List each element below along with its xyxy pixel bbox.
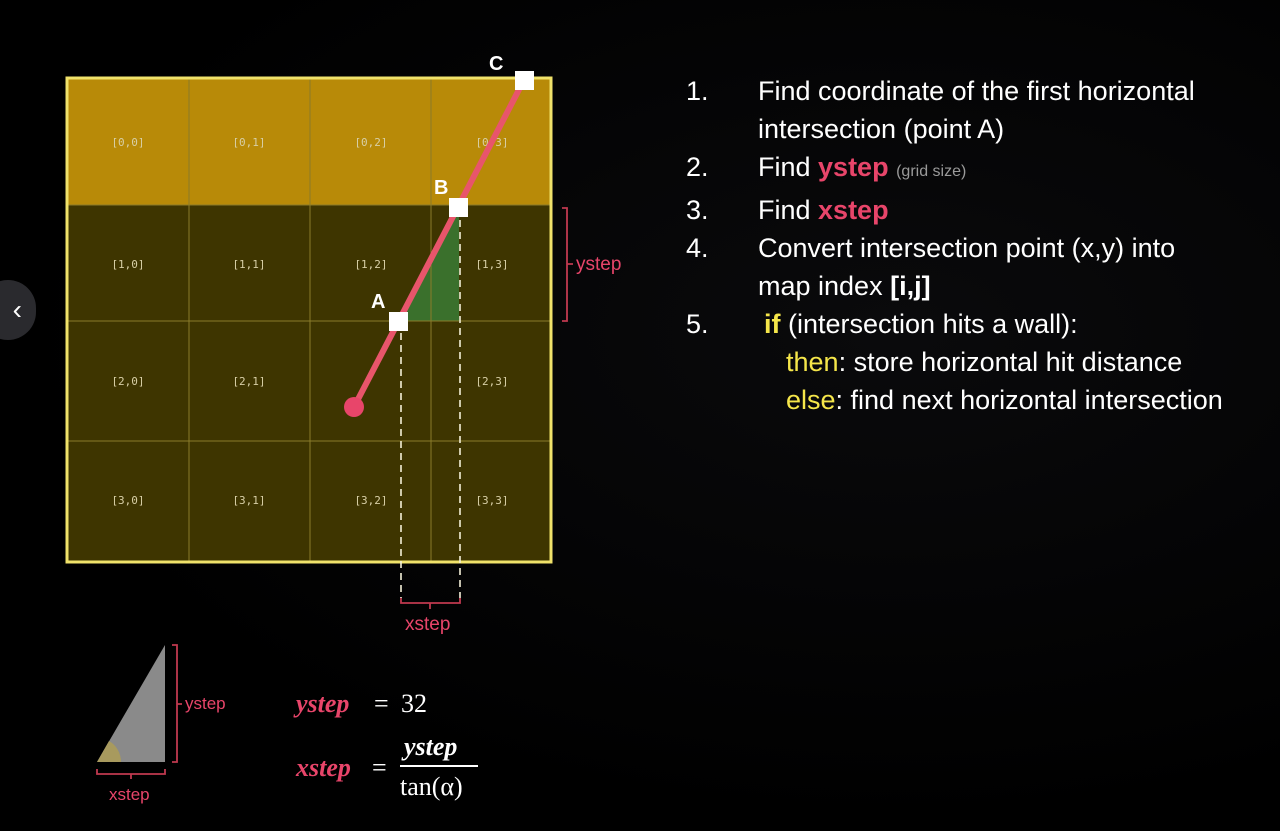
angle-arc (97, 741, 122, 762)
formula-xstep-var: xstep (295, 753, 351, 782)
triangle-ystep-bracket (172, 644, 182, 763)
formula-denominator: tan(α) (400, 772, 463, 801)
ray-origin (344, 397, 364, 417)
point-a-marker (389, 312, 408, 331)
formula-ystep-eq: = (374, 689, 389, 718)
step-2: 2. Find ystep (grid size) (686, 148, 1266, 191)
map-grid: [0,0][0,1][0,2][0,3][1,0][1,1][1,2][1,3]… (65, 76, 553, 564)
projection-lines (400, 208, 461, 598)
step-5-then: then: store horizontal hit distance (786, 343, 1266, 381)
step-2-text: Find (758, 152, 819, 182)
grid-cell-label: [1,3] (475, 258, 508, 271)
xstep-annotation: xstep (405, 614, 450, 635)
grid-cell-label: [1,1] (232, 258, 265, 271)
step-4-line-1: Convert intersection point (x,y) into (758, 233, 1176, 263)
step-1-line-1: Find coordinate of the first horizontal (758, 76, 1195, 106)
step-number: 1. (686, 76, 709, 106)
step-3-text: Find (758, 195, 819, 225)
grid-cell-label: [0,1] (232, 136, 265, 149)
step-5-condition: (intersection hits a wall): (780, 309, 1078, 339)
grid-lines (67, 78, 551, 562)
xstep-bracket (400, 598, 461, 609)
step-5-else: else: find next horizontal intersection (786, 381, 1266, 419)
grid-cell-label: [1,2] (354, 258, 387, 271)
step-3: 3. Find xstep (686, 191, 1266, 229)
else-keyword: else (786, 385, 836, 415)
grid-cell-label: [2,0] (111, 375, 144, 388)
ray-line (351, 77, 527, 410)
step-5-line: if (intersection hits a wall): (764, 305, 1266, 343)
step-1-line-2: intersection (point A) (758, 114, 1005, 144)
step-number: 2. (686, 152, 709, 182)
grid-cell-label: [0,0] (111, 136, 144, 149)
step-triangle-illustration: ystep xstep (96, 644, 226, 804)
grid-cell-label: [3,2] (354, 494, 387, 507)
point-a-label: A (371, 291, 385, 313)
grid-cell-label: [3,3] (475, 494, 508, 507)
formula-block: ystep = 32 xstep = ystep tan(α) (293, 689, 478, 801)
cell-labels: [0,0][0,1][0,2][0,3][1,0][1,1][1,2][1,3]… (111, 136, 508, 507)
step-number: 5. (686, 309, 709, 339)
step-3-line: Find xstep (758, 191, 1266, 229)
then-text: : store horizontal hit distance (838, 347, 1183, 377)
grid-cell-label: [0,2] (354, 136, 387, 149)
grid-cell-label: [1,0] (111, 258, 144, 271)
else-text: : find next horizontal intersection (835, 385, 1223, 415)
then-keyword: then (786, 347, 839, 377)
point-b-label: B (434, 177, 448, 199)
step-2-highlight: ystep (818, 152, 889, 182)
step-4: 4. Convert intersection point (x,y) into… (686, 229, 1266, 305)
point-c-label: C (489, 53, 503, 75)
step-number: 3. (686, 195, 709, 225)
grid-cell-label: [2,1] (232, 375, 265, 388)
point-c-marker (515, 71, 534, 90)
step-5-if-keyword: if (764, 309, 781, 339)
step-2-note: (grid size) (896, 163, 967, 180)
step-3-highlight: xstep (818, 195, 889, 225)
step-1: 1. Find coordinate of the first horizont… (686, 72, 1266, 148)
step-4-line-2: map index [i,j] (758, 267, 1266, 305)
step-number: 4. (686, 233, 709, 263)
algorithm-steps: 1. Find coordinate of the first horizont… (686, 72, 1266, 419)
formula-ystep-var: ystep (293, 689, 349, 718)
triangle-xstep-label: xstep (109, 785, 150, 804)
chevron-left-icon: ‹ (12, 294, 22, 325)
ystep-annotation: ystep (576, 254, 621, 275)
point-b-marker (449, 198, 468, 217)
grid-cell-label: [3,1] (232, 494, 265, 507)
grid-cell-label: [3,0] (111, 494, 144, 507)
grid-border (65, 76, 553, 564)
step-4-prefix: map index (758, 271, 891, 301)
formula-xstep-eq: = (372, 753, 387, 782)
step-4-index: [i,j] (890, 271, 931, 301)
grid-cell-label: [2,3] (475, 375, 508, 388)
triangle-shape (97, 645, 165, 762)
formula-ystep-value: 32 (401, 689, 427, 718)
formula-numerator: ystep (401, 732, 457, 761)
triangle-ystep-label: ystep (185, 694, 226, 713)
triangle-xstep-bracket (96, 769, 166, 779)
step-5: 5. if (intersection hits a wall): (686, 305, 1266, 343)
step-2-line: Find ystep (grid size) (758, 148, 1266, 191)
ystep-bracket (562, 207, 573, 322)
